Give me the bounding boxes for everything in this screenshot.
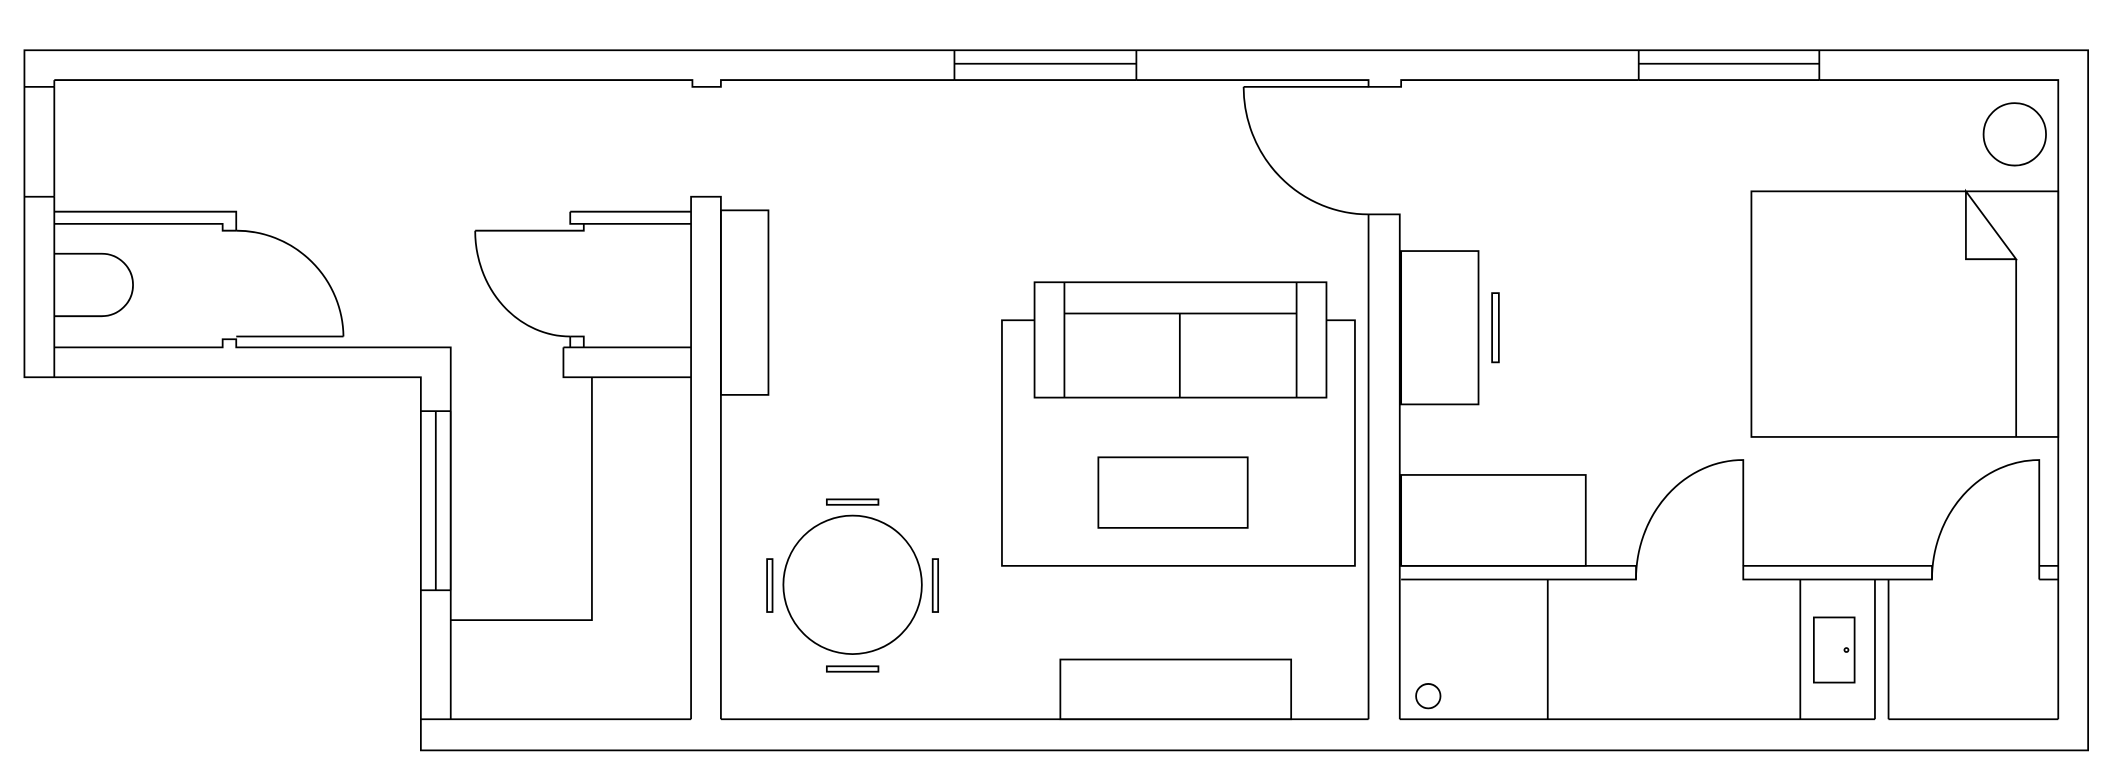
desk-chair	[1491, 292, 1500, 364]
window-icon	[420, 410, 452, 592]
interior-wall-living	[690, 195, 722, 720]
door-swing-icon	[474, 230, 571, 338]
window-icon	[24, 85, 56, 198]
door-swing-icon[interactable]	[1242, 85, 1369, 216]
desk	[1400, 250, 1480, 406]
wardrobe	[1400, 474, 1587, 567]
window-icon	[953, 50, 1138, 81]
chair	[766, 558, 774, 613]
interior-wall-closet	[450, 210, 692, 622]
coffee-table	[1097, 456, 1249, 529]
door-swing-icon[interactable]	[1931, 459, 2041, 580]
sofa-icon	[1033, 281, 1328, 399]
shelf	[720, 209, 770, 396]
rug	[1001, 319, 1356, 567]
plant-icon	[1982, 102, 2047, 167]
sink-icon	[1812, 616, 1856, 684]
door-swing-icon	[236, 229, 345, 337]
interior-wall-wc	[54, 210, 452, 720]
interior-wall-bath	[1401, 564, 2059, 581]
bathroom-walls	[1546, 579, 1890, 720]
chair	[931, 558, 940, 613]
door-swing-icon[interactable]	[1635, 459, 1745, 580]
chair	[825, 498, 880, 506]
exterior-wall-outer	[23, 49, 2090, 752]
bed-icon	[1750, 188, 2060, 438]
exterior-wall-inner-top	[54, 79, 2060, 720]
toilet-icon	[54, 252, 134, 318]
shower-drain-icon	[1415, 683, 1442, 710]
window-icon	[1637, 50, 1821, 81]
chair	[825, 665, 880, 673]
tv-unit	[1059, 658, 1293, 721]
dining-table-icon	[766, 498, 940, 673]
interior-wall-bedroom	[1367, 213, 1401, 720]
